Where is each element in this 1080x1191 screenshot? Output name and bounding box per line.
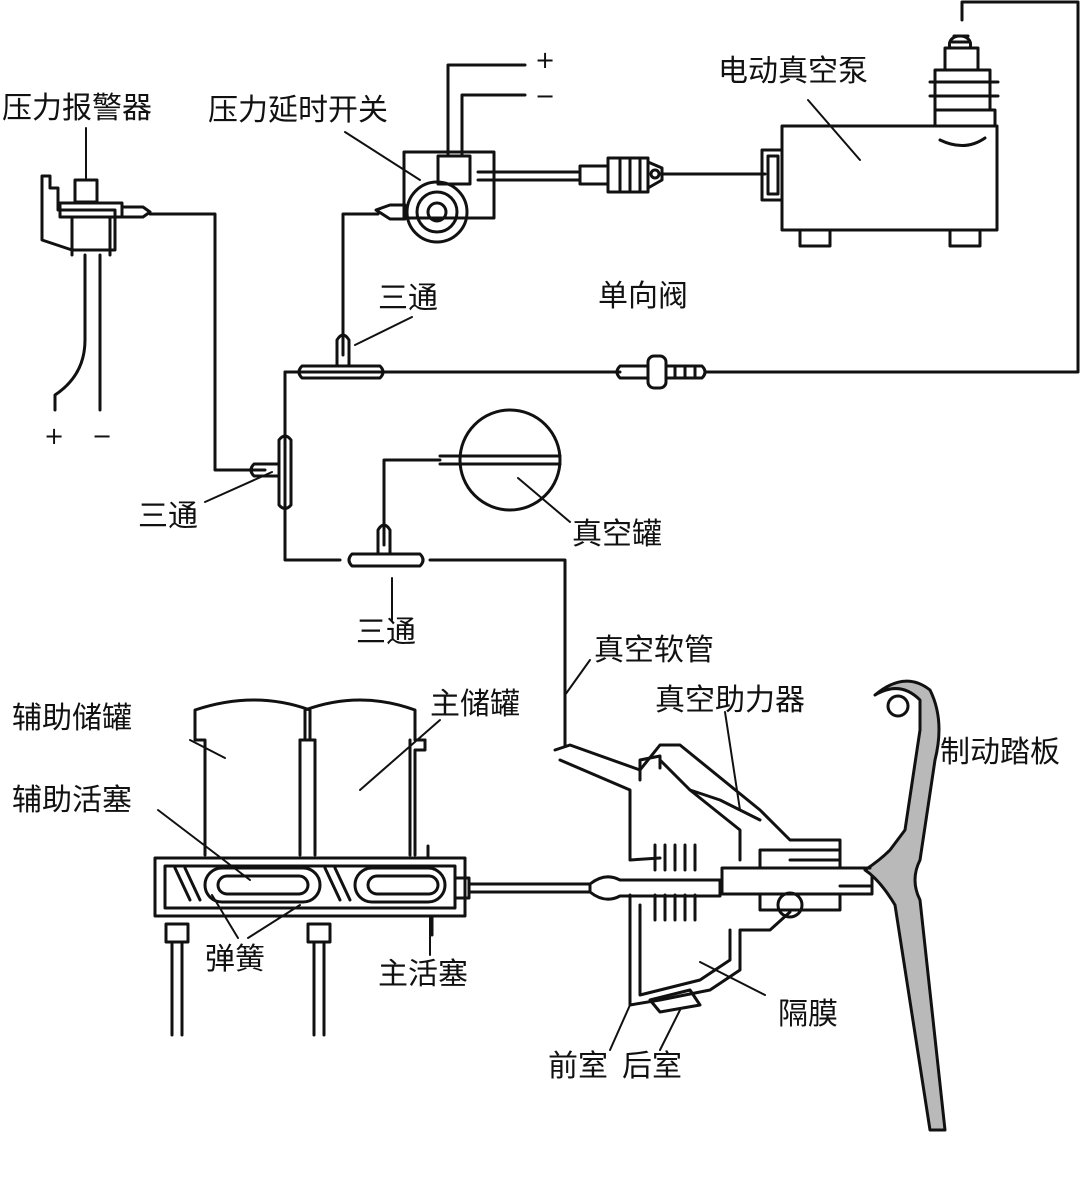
switch-line: [341, 212, 380, 357]
vacuum-lines: [53, 0, 1080, 747]
alarm-minus-sign: −: [92, 422, 113, 450]
pedal-arm: [863, 679, 947, 1132]
pump-line: [283, 0, 1080, 374]
master-cylinder: [153, 698, 592, 1037]
hose-line: [428, 558, 567, 747]
leader-lines: [85, 99, 861, 1051]
trunk-line: [283, 370, 342, 562]
label-main-reservoir: 主储罐: [430, 687, 520, 722]
vacuum-tank-device: [438, 408, 562, 512]
label-pressure-alarm: 压力报警器: [2, 91, 152, 126]
switch-plus-sign: +: [535, 46, 556, 74]
label-spring: 弹簧: [205, 942, 265, 977]
alarm-wires: [53, 253, 102, 412]
label-tee-top: 三通: [378, 281, 438, 316]
label-pressure-delay-switch: 压力延时开关: [208, 93, 388, 128]
label-tee-left: 三通: [138, 499, 198, 534]
vacuum-pump-device: [760, 34, 1000, 248]
label-rear-chamber: 后室: [622, 1049, 682, 1084]
tee-top-shape: [297, 364, 385, 380]
brake-pedal-device: [838, 679, 947, 1132]
tee-left-shape: [277, 434, 293, 510]
label-diaphragm: 隔膜: [778, 997, 838, 1032]
pressure-alarm-device: [40, 174, 152, 257]
switch-wires: [446, 63, 527, 157]
switch-minus-sign: −: [535, 82, 556, 110]
alarm-plus-sign: +: [44, 422, 65, 450]
label-vacuum-tank: 真空罐: [572, 517, 662, 552]
vacuum-booster-device: [553, 743, 874, 1014]
label-electric-vacuum-pump: 电动真空泵: [718, 54, 868, 89]
label-tee-bottom: 三通: [356, 615, 416, 650]
label-vacuum-booster: 真空助力器: [655, 683, 805, 718]
tee-bottom-shape: [347, 552, 425, 568]
check-valve-device: [615, 354, 707, 390]
label-aux-reservoir: 辅助储罐: [12, 701, 132, 736]
tank-line: [382, 458, 442, 547]
label-main-piston: 主活塞: [378, 957, 468, 992]
label-front-chamber: 前室: [548, 1049, 608, 1084]
pressure-switch-device: [374, 150, 496, 244]
label-brake-pedal: 制动踏板: [940, 735, 1060, 770]
cable-connector: [578, 156, 664, 194]
alarm-line: [148, 212, 267, 472]
label-check-valve: 单向阀: [598, 279, 688, 314]
label-vacuum-hose: 真空软管: [594, 633, 714, 668]
label-aux-piston: 辅助活塞: [12, 783, 132, 818]
tee-fittings: [249, 333, 425, 568]
